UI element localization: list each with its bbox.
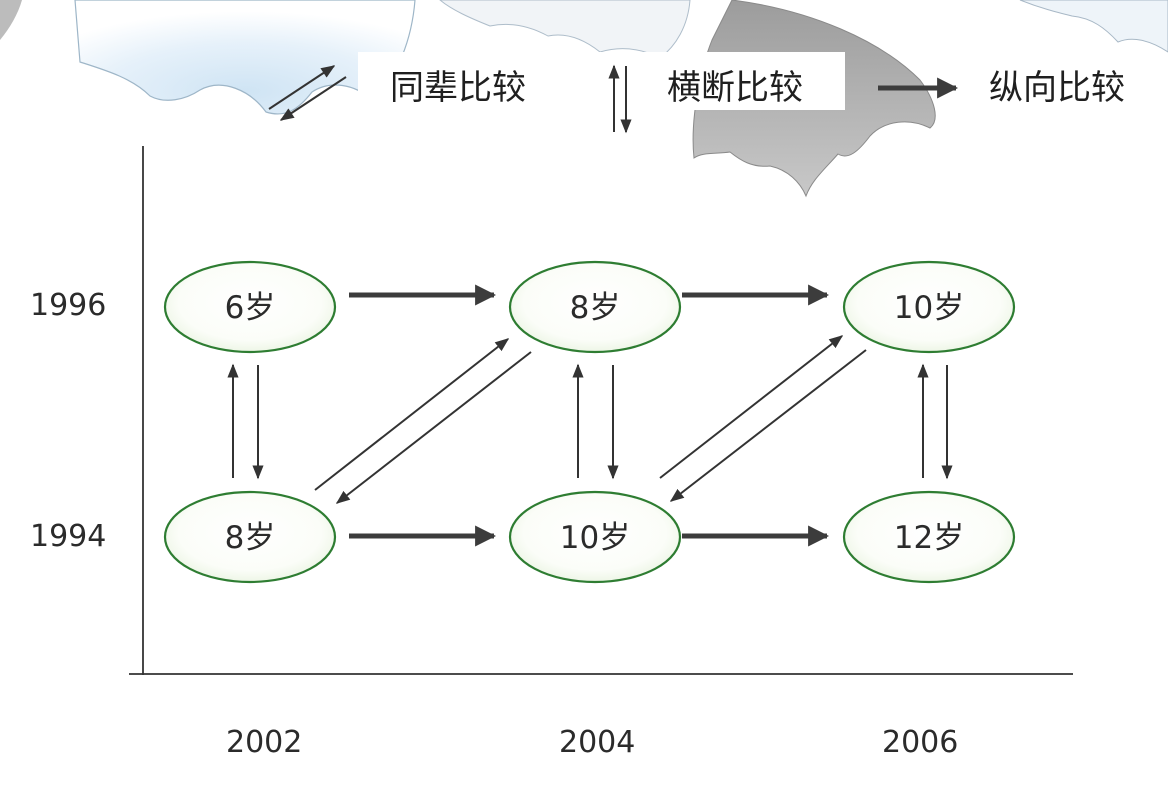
cross-sectional-arrows [227,363,953,480]
legend-longitudinal-label: 纵向比较 [989,68,1125,108]
column-label-2006: 2006 [882,725,958,760]
age-nodes: 6岁 8岁 10岁 8岁 10岁 12岁 [163,260,1016,584]
legend-cohort-label: 同辈比较 [390,68,526,108]
node-1996-2006: 10岁 [842,260,1016,354]
node-1996-2002: 6岁 [163,260,337,354]
cloud-left-edge-decoration [0,0,22,40]
node-label: 8岁 [570,290,621,326]
axes [129,146,1073,675]
cross-sectional-legend-icon [608,64,632,134]
node-label: 10岁 [560,520,630,556]
cohort-comparison-legend-icon [268,65,347,121]
column-label-2002: 2002 [226,725,302,760]
node-1994-2002: 8岁 [163,490,337,584]
row-label-bottom: 1994 [30,519,106,554]
legend-cross-sectional-label: 横断比较 [667,68,803,108]
row-label-top: 1996 [30,288,106,323]
node-1996-2004: 8岁 [508,260,682,354]
diagonal-arrow-2-up [659,335,844,479]
cloud-right-decoration [1019,0,1168,53]
diagonal-arrow-1-up [314,338,510,491]
legend: 同辈比较 横断比较 纵向比较 [268,52,1125,134]
node-1994-2004: 10岁 [508,490,682,584]
node-label: 8岁 [225,520,276,556]
cloud-center-decoration [439,0,691,59]
longitudinal-arrows [349,284,830,547]
node-label: 12岁 [894,520,964,556]
diagonal-arrow-2-down [669,349,867,502]
node-label: 6岁 [225,290,276,326]
node-1994-2006: 12岁 [842,490,1016,584]
legend-backdrop [358,52,845,110]
cohort-arrows [314,335,867,504]
column-label-2004: 2004 [559,725,635,760]
node-label: 10岁 [894,290,964,326]
diagonal-arrow-1-down [335,351,532,504]
